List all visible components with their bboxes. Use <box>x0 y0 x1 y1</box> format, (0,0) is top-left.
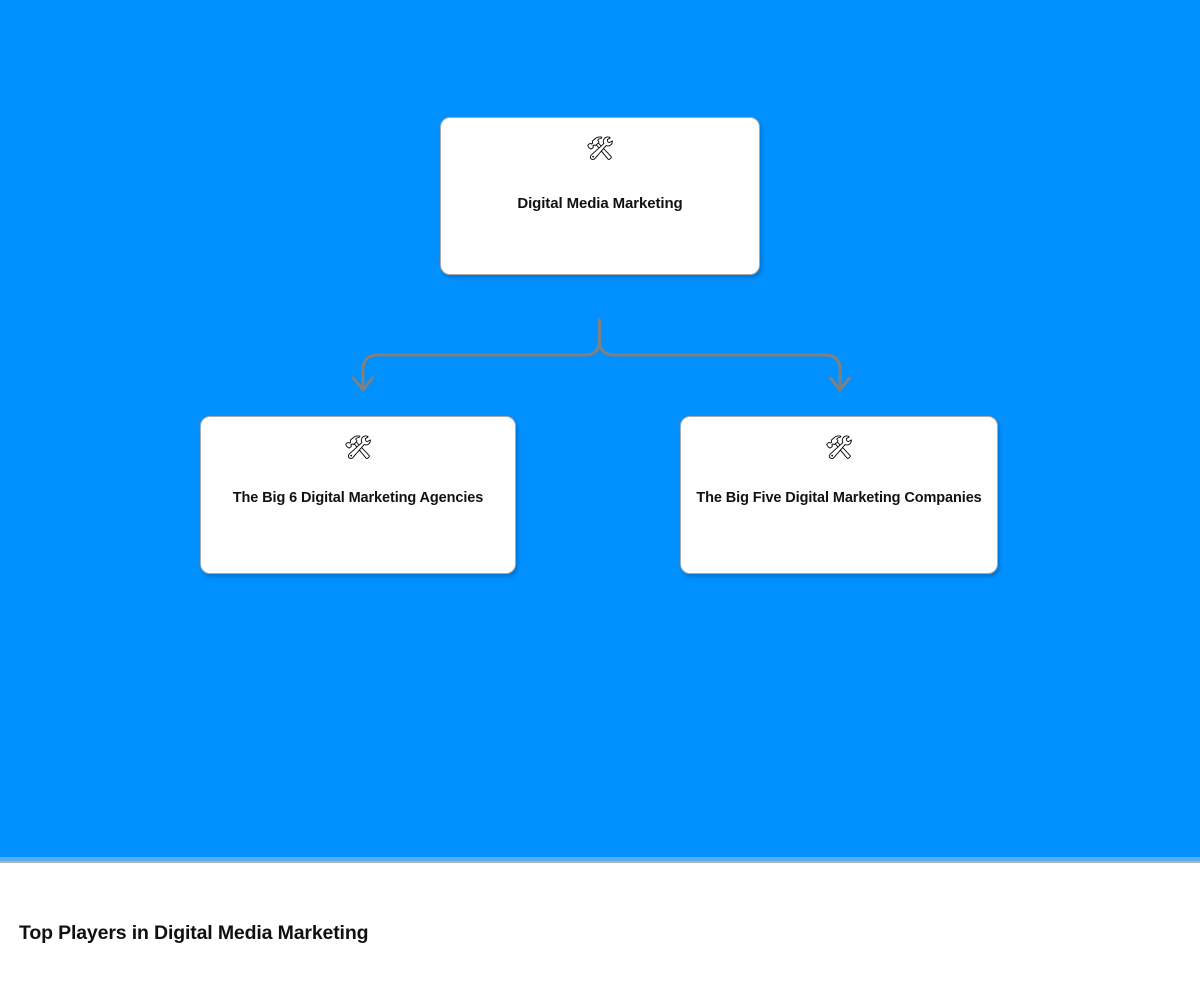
mindmap-node-big-five-companies-label: The Big Five Digital Marketing Companies <box>696 490 982 506</box>
mindmap-node-big-6-agencies[interactable]: 🛠 The Big 6 Digital Marketing Agencies <box>200 416 516 574</box>
caption-area: Top Players in Digital Media Marketing <box>0 863 1200 1000</box>
mindmap-canvas: 🛠 Digital Media Marketing 🛠 The Big 6 Di… <box>0 0 1200 857</box>
mindmap-node-root-label: Digital Media Marketing <box>517 195 683 212</box>
canvas-bottom-edge <box>0 857 1200 861</box>
connector-path-right <box>598 318 842 389</box>
connector-arrowhead-left <box>352 376 374 392</box>
hammer-and-wrench-icon: 🛠 <box>343 434 373 460</box>
hammer-and-wrench-icon: 🛠 <box>824 434 854 460</box>
connector-path-left <box>361 318 601 389</box>
mindmap-node-big-6-agencies-label: The Big 6 Digital Marketing Agencies <box>232 490 484 506</box>
page-title: Top Players in Digital Media Marketing <box>19 922 369 944</box>
mindmap-node-root[interactable]: 🛠 Digital Media Marketing <box>440 117 760 275</box>
canvas-bottom-rule <box>0 861 1200 863</box>
mindmap-node-big-five-companies[interactable]: 🛠 The Big Five Digital Marketing Compani… <box>680 416 998 574</box>
connector-arrowhead-right <box>829 376 851 392</box>
hammer-and-wrench-icon: 🛠 <box>585 135 615 161</box>
